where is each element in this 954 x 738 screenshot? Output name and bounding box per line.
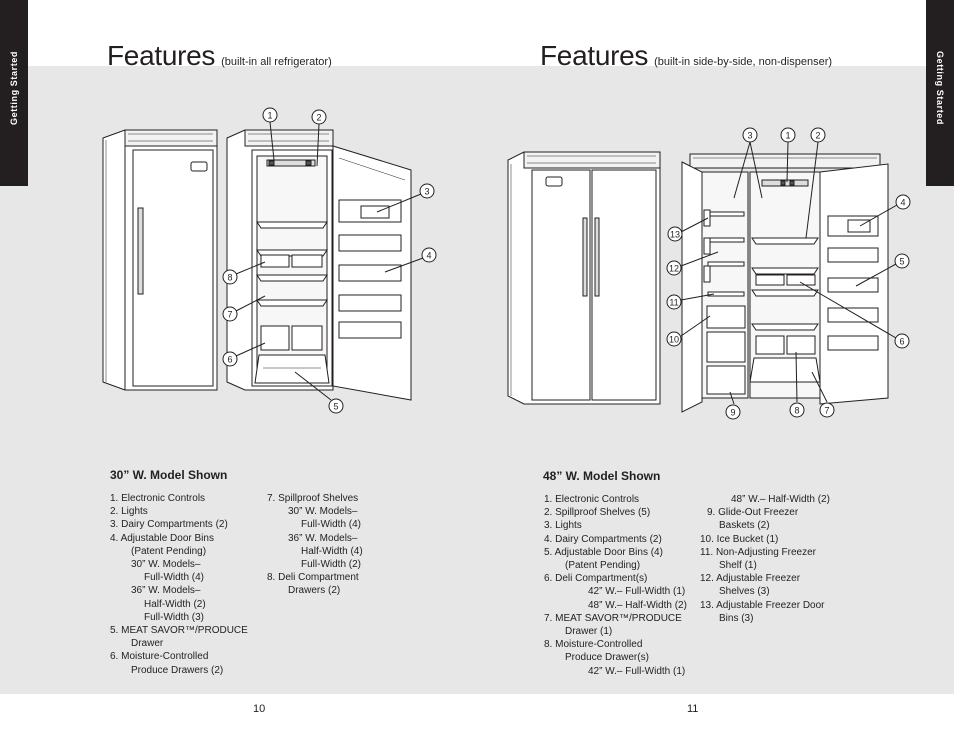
callout-number: 3 bbox=[747, 131, 752, 141]
title-text: Features bbox=[107, 40, 216, 71]
callout-marker bbox=[894, 333, 910, 349]
page-title-right: Features (built-in side-by-side, non-disp… bbox=[540, 40, 832, 72]
callout-number: 3 bbox=[424, 187, 429, 197]
callout-number: 8 bbox=[794, 406, 799, 416]
list-item: 2. Spillproof Shelves (5) bbox=[544, 507, 651, 519]
page-title-left: Features (built-in all refrigerator) bbox=[107, 40, 332, 72]
page-number-right: 11 bbox=[687, 703, 699, 715]
closed-refrigerator bbox=[102, 129, 218, 391]
list-item: 12. Adjustable Freezer Shelves (3) bbox=[700, 573, 801, 598]
section-tab-right: Getting Started bbox=[926, 0, 954, 186]
callout-number: 11 bbox=[669, 298, 678, 308]
list-item: 6. Moisture-Controlled Produce Drawers (… bbox=[110, 651, 224, 676]
callout-number: 7 bbox=[227, 310, 232, 320]
callout-number: 8 bbox=[227, 273, 232, 283]
callout-number: 4 bbox=[426, 251, 431, 261]
callout-marker bbox=[810, 127, 826, 143]
list-item: 10. Ice Bucket (1) bbox=[700, 533, 779, 545]
callout-number: 9 bbox=[730, 408, 735, 418]
list-item: 5. Adjustable Door Bins (4) (Patent Pend… bbox=[544, 546, 663, 572]
page-number-left: 10 bbox=[253, 703, 266, 715]
callout-marker bbox=[666, 294, 682, 310]
callout-number: 5 bbox=[333, 402, 338, 412]
list-item: 3. Dairy Compartments (2) bbox=[110, 519, 228, 531]
callout-number: 13 bbox=[670, 230, 680, 240]
callout-marker bbox=[311, 109, 327, 125]
callout-number: 6 bbox=[227, 355, 232, 365]
list-item: 2. Lights bbox=[110, 506, 148, 518]
feature-list-left-col1: 1. Electronic Controls 2. Lights 3. Dair… bbox=[110, 492, 262, 677]
callout-number: 1 bbox=[267, 111, 272, 121]
list-item: 13. Adjustable Freezer Door Bins (3) bbox=[700, 599, 825, 624]
list-item: 4. Adjustable Door Bins (Patent Pending)… bbox=[110, 532, 214, 623]
callout-number: 10 bbox=[669, 335, 679, 345]
section-tab-label: Getting Started bbox=[9, 50, 19, 126]
callout-marker bbox=[666, 331, 682, 347]
list-item: 1. Electronic Controls bbox=[544, 494, 640, 505]
list-item: 8. Moisture-Controlled Produce Drawer(s)… bbox=[544, 639, 686, 677]
list-item: 3. Lights bbox=[544, 520, 582, 532]
callout-marker bbox=[895, 194, 911, 210]
section-tab-left: Getting Started bbox=[0, 0, 28, 186]
callout-marker bbox=[328, 398, 344, 414]
callout-number: 2 bbox=[815, 131, 820, 141]
list-item: 1. Electronic Controls bbox=[110, 493, 206, 504]
list-item: 9. Glide-Out Freezer Baskets (2) bbox=[707, 507, 799, 532]
closed-side-by-side bbox=[507, 151, 661, 405]
callout-marker bbox=[421, 247, 437, 263]
list-item: 11. Non-Adjusting Freezer Shelf (1) bbox=[700, 546, 816, 572]
callout-number: 6 bbox=[899, 337, 904, 347]
list-item: 7. Spillproof Shelves 30” W. Models– Ful… bbox=[267, 493, 363, 571]
callout-number: 7 bbox=[824, 406, 829, 416]
callout-number: 5 bbox=[899, 257, 904, 267]
callout-marker bbox=[222, 351, 238, 367]
list-item: 4. Dairy Compartments (2) bbox=[544, 533, 662, 545]
list-item: 7. MEAT SAVOR™/PRODUCE Drawer (1) bbox=[544, 612, 682, 638]
list-item: 5. MEAT SAVOR™/PRODUCE Drawer bbox=[110, 625, 248, 650]
title-subtitle: (built-in side-by-side, non-dispenser) bbox=[654, 56, 833, 68]
callout-marker bbox=[667, 226, 683, 242]
callout-marker bbox=[789, 402, 805, 418]
callout-marker bbox=[780, 127, 796, 143]
callout-number: 12 bbox=[669, 264, 679, 274]
list-item: 8. Deli Compartment Drawers (2) bbox=[267, 572, 359, 597]
callout-number: 1 bbox=[785, 131, 790, 141]
model-heading-left: 30” W. Model Shown bbox=[110, 468, 228, 482]
feature-list-left-col2: 7. Spillproof Shelves 30” W. Models– Ful… bbox=[267, 492, 407, 598]
list-item-continued: 48” W.– Half-Width (2) bbox=[731, 494, 830, 505]
open-side-by-side bbox=[681, 153, 889, 413]
callout-number: 4 bbox=[900, 198, 905, 208]
callout-marker bbox=[222, 306, 238, 322]
callout-marker bbox=[742, 127, 758, 143]
refrigerator-diagram-30: 1 2 3 4 5 6 7 8 bbox=[102, 107, 437, 414]
callout-marker bbox=[819, 402, 835, 418]
feature-list-right-col2: 48” W.– Half-Width (2) 9. Glide-Out Free… bbox=[700, 493, 850, 625]
callout-labels: 3 1 2 4 5 6 7 8 9 10 11 12 13 bbox=[666, 127, 911, 420]
section-tab-label: Getting Started bbox=[935, 50, 945, 126]
callout-marker bbox=[725, 404, 741, 420]
callout-marker bbox=[894, 253, 910, 269]
refrigerator-diagram-48: 3 1 2 4 5 6 7 8 9 10 11 12 13 bbox=[507, 127, 911, 420]
title-subtitle: (built-in all refrigerator) bbox=[221, 56, 332, 68]
list-item: 6. Deli Compartment(s) 42” W.– Full-Widt… bbox=[544, 573, 687, 611]
callout-number: 2 bbox=[316, 113, 321, 123]
callout-marker bbox=[262, 107, 278, 123]
callout-labels: 1 2 3 4 5 6 7 8 bbox=[222, 107, 437, 414]
open-refrigerator bbox=[226, 129, 412, 401]
callout-marker bbox=[419, 183, 435, 199]
callout-marker bbox=[222, 269, 238, 285]
callout-marker bbox=[666, 260, 682, 276]
title-text: Features bbox=[540, 40, 649, 71]
model-heading-right: 48” W. Model Shown bbox=[543, 469, 661, 483]
feature-list-right-col1: 1. Electronic Controls 2. Spillproof She… bbox=[544, 493, 704, 678]
